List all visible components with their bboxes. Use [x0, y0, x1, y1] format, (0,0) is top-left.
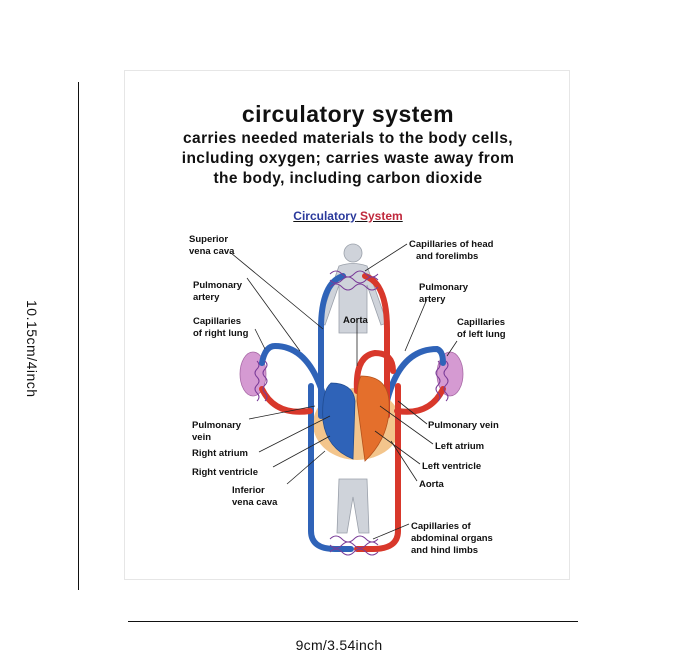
subtitle-line: the body, including carbon dioxide [213, 170, 483, 187]
label-right-atrium: Right atrium [192, 448, 248, 459]
right-heart-chambers [322, 382, 356, 460]
height-dimension-label: 10.15cm/4inch [24, 300, 40, 398]
poster-card: circulatory system carries needed materi… [124, 70, 570, 580]
deoxygenated-vessels [259, 273, 446, 552]
poster-title: circulatory system [241, 101, 455, 127]
lower-body-figure [336, 478, 370, 534]
label-right-ventricle: Right ventricle [192, 467, 258, 478]
width-dimension-line [128, 621, 578, 622]
diagram-title: Circulatory System [125, 209, 571, 223]
diagram-title-part2: System [360, 209, 403, 223]
oxygenated-vessels [259, 273, 446, 552]
width-dimension-label: 9cm/3.54inch [295, 637, 383, 653]
leader-lines [230, 243, 458, 540]
subtitle-line: carries needed materials to the body cel… [183, 130, 513, 147]
label-aorta-top: Aorta [343, 315, 369, 326]
heart [322, 375, 390, 462]
poster-subtitle: carries needed materials to the body cel… [135, 129, 561, 189]
height-dimension-line [78, 82, 79, 590]
diagram-title-part1: Circulatory [293, 209, 357, 223]
capillary-beds [254, 270, 449, 556]
label-aorta-bottom: Aorta [419, 479, 445, 490]
label-pulmonary-vein-right: Pulmonary vein [428, 420, 499, 431]
subtitle-line: including oxygen; carries waste away fro… [181, 150, 515, 167]
label-left-atrium: Left atrium [435, 441, 484, 452]
label-left-ventricle: Left ventricle [422, 461, 481, 472]
